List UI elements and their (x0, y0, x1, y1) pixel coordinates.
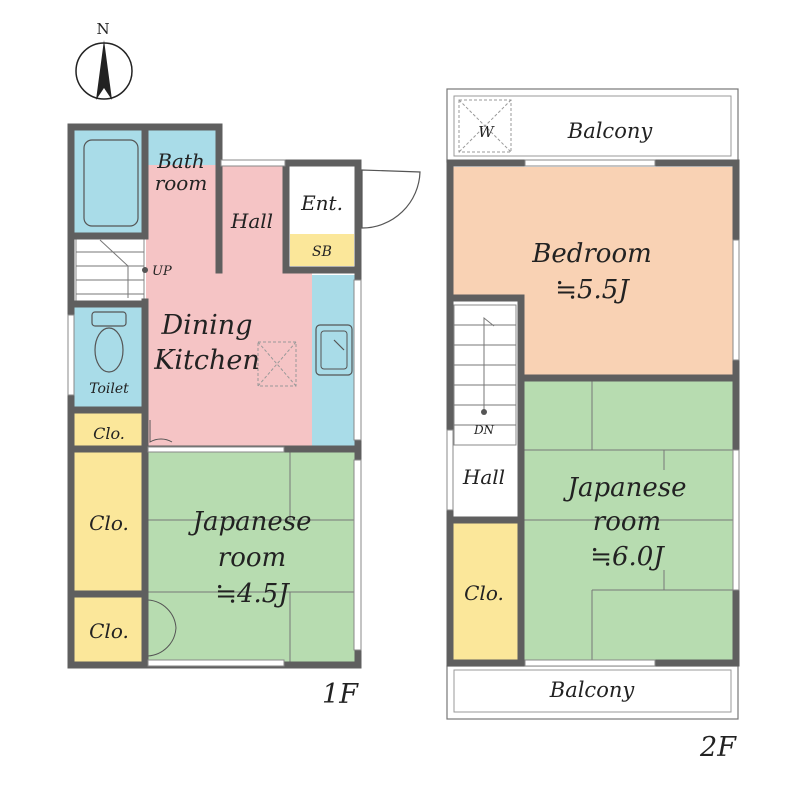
hall-1f-label: Hall (230, 209, 273, 233)
bathtub-icon (83, 139, 139, 227)
washer-icon (458, 99, 512, 153)
floor2-label: 2F (699, 732, 737, 763)
floor1-windows (67, 159, 362, 667)
floor1-fixtures (75, 139, 421, 662)
japanese-room-1f-label-line1: Japanese (188, 507, 312, 537)
closet-small-fill (74, 413, 144, 447)
dining-fill (146, 270, 312, 446)
floor1-labels: Bath room Hall Ent. SB UP Dining Kitchen… (89, 149, 359, 710)
entrance-door-icon (361, 169, 421, 229)
balcony-top (446, 88, 739, 163)
balcony-top-label: Balcony (567, 119, 654, 143)
japanese-room-1f-label-line2: room (218, 543, 286, 573)
dining-label-line2: Kitchen (153, 345, 260, 376)
compass-north-label: N (96, 20, 109, 38)
closet-low-label: Clo. (89, 619, 129, 643)
floor1-label: 1F (322, 679, 359, 710)
dining-label-line1: Dining (161, 310, 253, 341)
kitchen-counter-fill (312, 275, 358, 446)
toilet-fill (74, 305, 144, 409)
bedroom-size: ≒5.5J (555, 275, 630, 305)
washer-label: W (478, 123, 495, 141)
closet-mid-fill (74, 452, 144, 592)
bathroom-label-line1: Bath (156, 149, 205, 173)
closet-mid-label: Clo. (89, 511, 129, 535)
toilet-icon (91, 311, 127, 373)
japanese-room-2f-size: ≒6.0J (590, 542, 665, 572)
tatami-lines-2f (522, 380, 733, 660)
stairs-up-label: UP (152, 264, 172, 279)
balcony-bottom-label: Balcony (549, 678, 636, 702)
balcony-bottom (446, 665, 739, 720)
closet-small-label: Clo. (93, 424, 125, 443)
closet-low-fill (74, 596, 144, 662)
range-hood-icon (257, 341, 297, 387)
closet-door-icon (147, 599, 177, 657)
stairs-1f-icon (75, 237, 148, 303)
stairs-down-label: DN (473, 423, 495, 437)
toilet-label: Toilet (89, 381, 129, 397)
entrance-fill (288, 165, 358, 235)
floor2-windows (446, 159, 740, 667)
floor2-labels: W Balcony Bedroom ≒5.5J DN Hall Japanese… (462, 119, 737, 763)
compass: N (75, 20, 133, 100)
japanese-room-1f-fill (146, 452, 358, 662)
sink-icon (315, 324, 353, 376)
closet-2f-fill (453, 522, 521, 660)
toilet-door-icon (149, 420, 173, 443)
floor2-fixtures (453, 99, 733, 660)
bathroom-label-line2: room (155, 171, 208, 195)
stairs-2f-icon (453, 304, 517, 446)
bedroom-label: Bedroom (531, 239, 652, 269)
north-arrow-icon (96, 40, 112, 100)
japanese-room-2f-label-line1: Japanese (563, 473, 687, 503)
japanese-room-1f-size: ≒4.5J (215, 579, 290, 609)
shoe-box-fill (290, 234, 354, 266)
japanese-room-2f-label-line2: room (593, 507, 661, 537)
hall-2f-label: Hall (462, 465, 505, 489)
entrance-label: Ent. (300, 191, 343, 215)
closet-2f-label: Clo. (464, 581, 504, 605)
tatami-lines-1f (146, 452, 358, 662)
shoe-box-label: SB (312, 244, 332, 260)
